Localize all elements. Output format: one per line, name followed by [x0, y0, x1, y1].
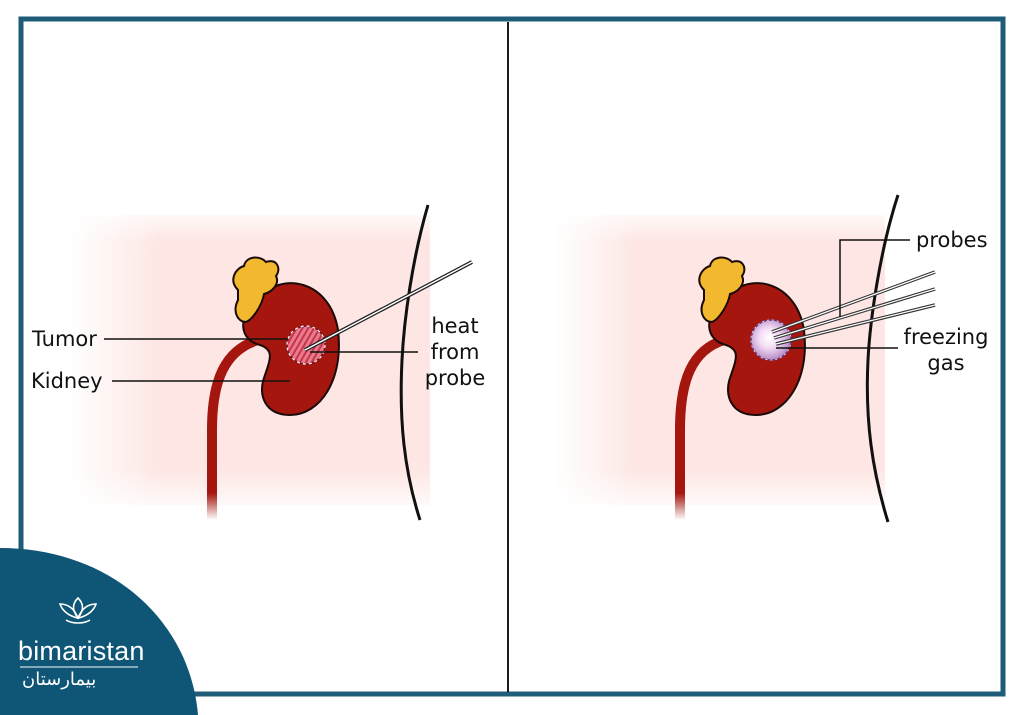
probes-label: probes [916, 228, 988, 252]
left-adrenal-gland [232, 256, 280, 324]
brand-name: bimaristan [18, 636, 145, 666]
left-ureter [207, 335, 260, 520]
heat-label-line-2: from [430, 340, 480, 364]
probes-leader-line [839, 239, 910, 317]
freezing-gas-label: freezing gas [898, 324, 994, 376]
heat-from-probe-label: heat from probe [420, 313, 490, 391]
heat-label-line-1: heat [431, 314, 479, 338]
right-adrenal-gland [698, 256, 746, 324]
right-panel [555, 194, 936, 523]
right-body-contour [865, 194, 900, 523]
left-body-contour [399, 204, 430, 521]
right-probes [771, 270, 936, 346]
left-panel [70, 204, 473, 521]
left-tumor [286, 325, 326, 365]
heat-label-line-3: probe [424, 366, 486, 390]
freezing-label-line-1: freezing [903, 325, 989, 349]
right-ureter [675, 335, 726, 520]
freezing-label-line-2: gas [927, 351, 965, 375]
brand-badge [0, 548, 198, 715]
kidney-label: Kidney [31, 369, 103, 393]
tumor-label: Tumor [32, 327, 97, 351]
brand-arabic-name: بيمارستان [22, 669, 97, 690]
lotus-icon [58, 596, 98, 624]
